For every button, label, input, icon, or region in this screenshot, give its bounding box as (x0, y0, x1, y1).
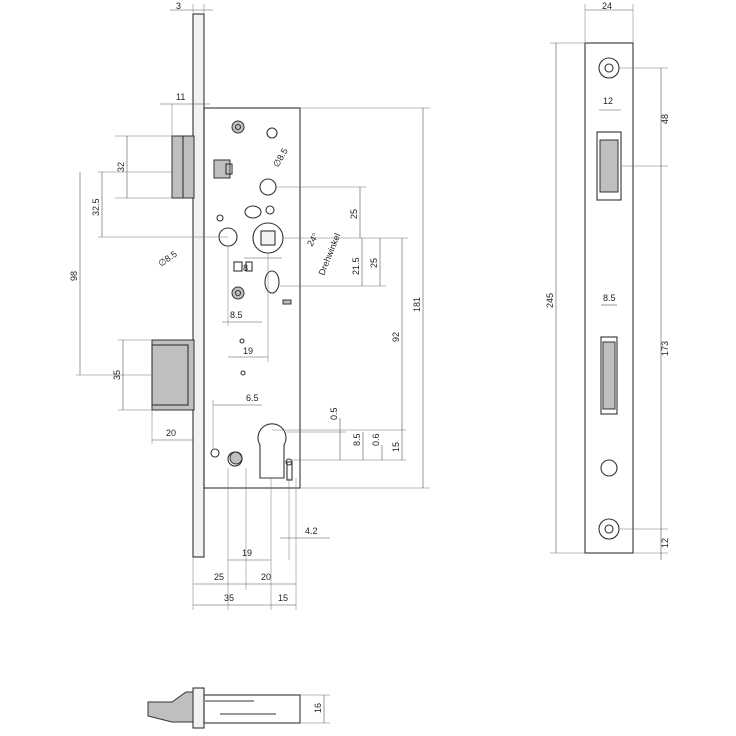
dim-bolt-projection: 20 (166, 428, 176, 438)
dim-latch-projection: 11 (176, 92, 185, 102)
faceplate (192, 13, 205, 558)
dim-backset: 35 (224, 593, 234, 603)
dead-bolt (151, 339, 195, 411)
front-bolt-opening (600, 336, 618, 415)
front-screw-bottom (598, 518, 620, 540)
dim-15-right: 15 (391, 442, 401, 452)
dim-side-height: 16 (313, 703, 323, 713)
dim-front-width: 24 (602, 1, 612, 11)
hole-top (259, 178, 277, 196)
dim-25-top: 25 (349, 209, 359, 219)
dim-21-5: 21.5 (351, 257, 361, 275)
bottom-latch (147, 691, 194, 723)
dim-20-bottom: 20 (261, 572, 271, 582)
dim-bolt-height: 35 (112, 370, 122, 380)
screw-top (231, 120, 245, 134)
bottom-faceplate (192, 687, 205, 729)
dim-0-5: 0.5 (329, 407, 339, 420)
front-screw-top (598, 57, 620, 79)
dim-front-48: 48 (660, 114, 670, 124)
main-dimension-lines (76, 4, 430, 610)
dim-25-mid: 25 (369, 258, 379, 268)
lock-case (203, 107, 301, 489)
dim-4-2: 4.2 (305, 526, 318, 536)
faceplate-front (584, 42, 634, 554)
dim-8-5-lever: 8.5 (230, 310, 243, 320)
screw-middle (231, 286, 245, 300)
lock-body-view (151, 13, 301, 558)
dim-drehwinkel-label: Drehwinkel (317, 232, 343, 277)
dim-19-lower: 19 (242, 548, 252, 558)
dim-distance-92: 92 (391, 332, 401, 342)
dim-case-height: 181 (412, 297, 422, 312)
dim-spindle: 8 (243, 263, 248, 273)
dim-19-upper: 19 (243, 346, 253, 356)
dim-front-slot: 12 (603, 96, 613, 106)
dim-drehwinkel-angle: 24° (305, 231, 321, 248)
faceplate-front-view (584, 42, 634, 554)
dim-top-hole: ∅8.5 (271, 146, 290, 169)
dim-8-5-cyl: 8.5 (352, 433, 362, 446)
dim-front-173: 173 (660, 341, 670, 356)
dim-15-bottom: 15 (278, 593, 288, 603)
dim-front-245: 245 (545, 293, 555, 308)
front-hole (600, 459, 618, 477)
dim-front-8-5: 8.5 (603, 293, 616, 303)
dim-6-5: 6.5 (246, 393, 259, 403)
dim-faceplate-thickness: 3 (176, 1, 181, 11)
dim-0-6: 0.6 (371, 433, 381, 446)
bottom-case (203, 694, 301, 724)
dim-25-bottom: 25 (214, 572, 224, 582)
cylinder-profile (257, 423, 287, 479)
dim-handle-to-bolt: 98 (69, 271, 79, 281)
dim-front-12-bottom: 12 (660, 538, 670, 548)
dim-latch-height: 32 (116, 162, 126, 172)
bottom-side-view (147, 687, 330, 729)
front-dimension-lines (550, 4, 668, 560)
dim-handle-hole: ∅8.5 (156, 249, 178, 269)
spindle-square (260, 230, 276, 246)
dim-latch-center: 32.5 (91, 198, 101, 216)
